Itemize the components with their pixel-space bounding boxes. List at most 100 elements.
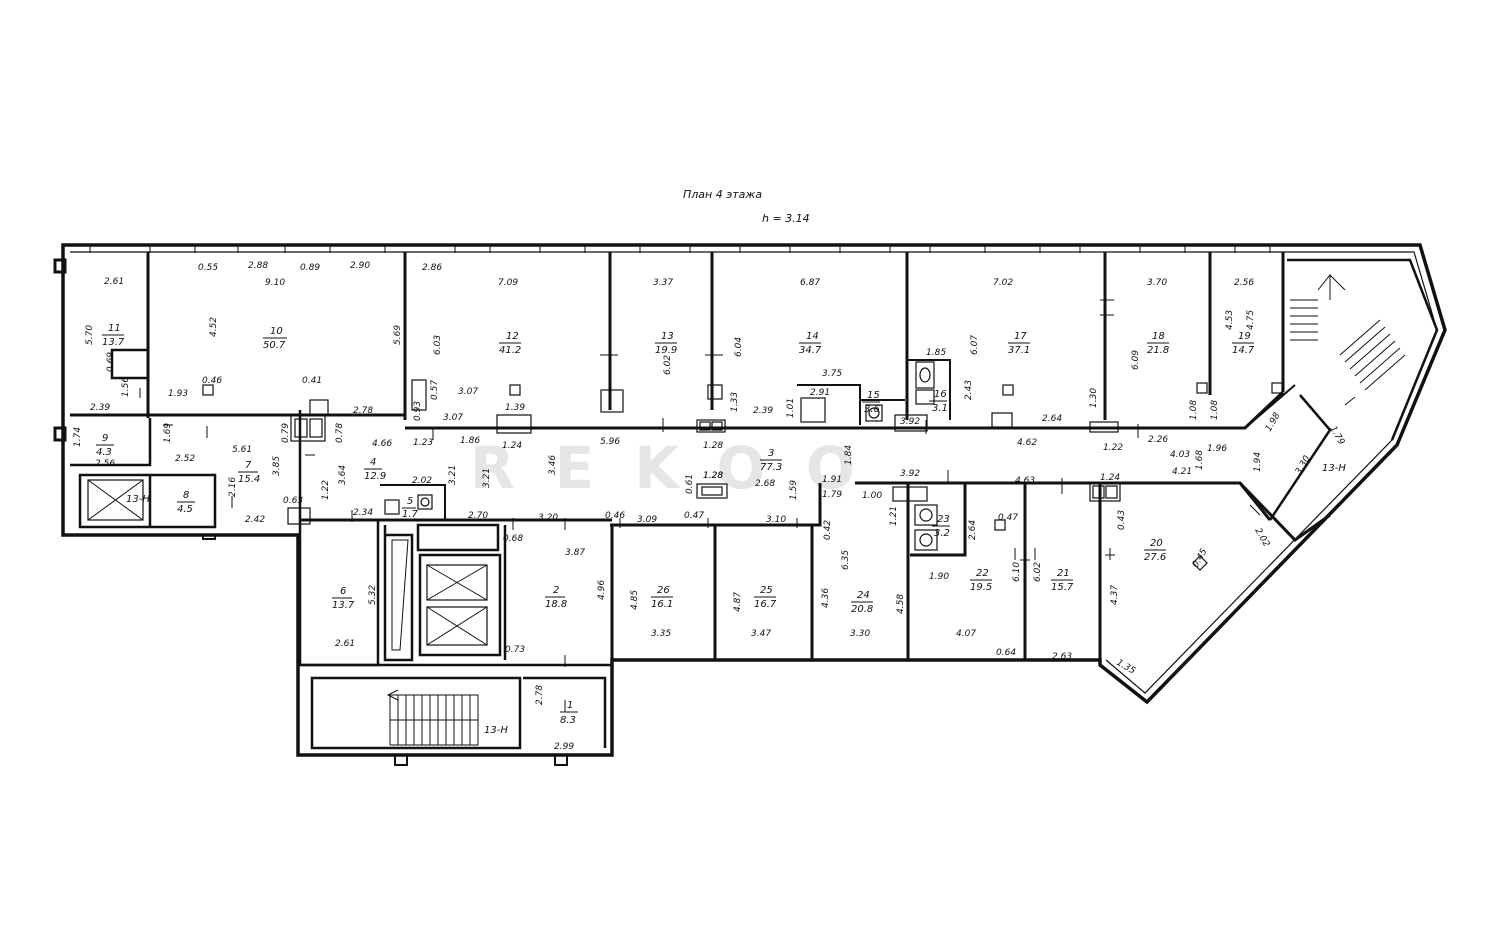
- dimension-label: 0.73: [505, 645, 525, 655]
- dimension-label: 1.94: [1253, 452, 1263, 472]
- svg-text:13.7: 13.7: [102, 337, 125, 348]
- dimension-label: 3.35: [651, 629, 671, 639]
- svg-text:50.7: 50.7: [263, 340, 286, 351]
- room-14: 14 34.7: [799, 331, 822, 356]
- svg-text:21: 21: [1057, 568, 1070, 579]
- dimension-label: 4.53: [1225, 310, 1235, 330]
- dimension-label: 5.61: [232, 445, 252, 455]
- dimension-label: 3.21: [482, 468, 492, 488]
- svg-text:25: 25: [760, 585, 773, 596]
- dimension-label: 2.39: [753, 406, 773, 416]
- dimension-label: 0.63: [283, 496, 303, 506]
- svg-text:3.6: 3.6: [864, 404, 880, 415]
- stair-right-steps: [1290, 274, 1406, 391]
- stair-bottom-steps: [386, 689, 479, 746]
- dimension-label: 3.30: [1294, 454, 1313, 477]
- dimension-label: 3.20: [538, 513, 558, 523]
- svg-text:20: 20: [1150, 538, 1163, 549]
- dimension-label: 6.02: [1033, 562, 1043, 582]
- dimension-label: 3.37: [653, 278, 673, 288]
- svg-text:16.1: 16.1: [651, 599, 673, 610]
- svg-text:13: 13: [661, 331, 674, 342]
- dimension-label: 6.07: [970, 335, 980, 355]
- svg-text:6: 6: [340, 586, 346, 597]
- dimension-label: 2.61: [104, 277, 124, 287]
- dimension-label: 1.28: [703, 471, 723, 481]
- svg-text:21.8: 21.8: [1147, 345, 1169, 356]
- room-2: 218.8: [545, 585, 567, 610]
- svg-text:37.1: 37.1: [1008, 345, 1030, 356]
- svg-text:4.3: 4.3: [96, 447, 112, 458]
- svg-text:41.2: 41.2: [499, 345, 521, 356]
- dimension-label: 0.55: [198, 263, 218, 273]
- dimension-label: 3.87: [565, 548, 585, 558]
- dimension-label: 2.61: [335, 639, 355, 649]
- svg-text:15.4: 15.4: [238, 474, 260, 485]
- svg-text:24: 24: [857, 590, 870, 601]
- svg-text:8: 8: [183, 490, 189, 501]
- dimension-label: 4.96: [597, 580, 607, 600]
- dimension-label: 1.84: [844, 445, 854, 465]
- dimension-label: 1.33: [730, 392, 740, 412]
- svg-text:16.7: 16.7: [754, 599, 777, 610]
- svg-text:5: 5: [407, 496, 413, 507]
- dimension-label: 1.28: [703, 441, 723, 451]
- dimension-label: 2.43: [964, 380, 974, 400]
- svg-text:12.9: 12.9: [364, 471, 386, 482]
- svg-text:3.2: 3.2: [934, 528, 950, 539]
- room-7: 715.4: [238, 460, 260, 485]
- stair-label-mid: 13-Н: [126, 494, 150, 505]
- dimension-label: 4.66: [372, 439, 392, 449]
- room-6: 613.7: [332, 586, 355, 611]
- dimension-label: 1.85: [926, 348, 946, 358]
- dimension-label: 1.39: [505, 403, 525, 413]
- dimension-label: 2.91: [810, 388, 830, 398]
- dimension-label: 0.45: [1191, 547, 1210, 570]
- dimension-label: 2.64: [1042, 414, 1062, 424]
- dimension-label: 0.46: [202, 376, 222, 386]
- dimension-label: 2.78: [353, 406, 373, 416]
- svg-text:34.7: 34.7: [799, 345, 822, 356]
- dimension-label: 0.68: [503, 534, 523, 544]
- dimension-label: 1.30: [1089, 388, 1099, 408]
- dimension-label: 6.35: [841, 550, 851, 570]
- elevator-shafts: [391, 539, 488, 651]
- dimension-label: 5.69: [393, 325, 403, 345]
- dimension-label: 6.09: [1131, 350, 1141, 370]
- dimension-label: 0.41: [302, 376, 322, 386]
- dimension-label: 3.30: [850, 629, 870, 639]
- svg-text:15.7: 15.7: [1051, 582, 1074, 593]
- svg-text:19.9: 19.9: [655, 345, 677, 356]
- room-16: 163.1: [929, 389, 948, 414]
- dimension-label: 0.93: [413, 401, 423, 421]
- dimension-label: 1.22: [1103, 443, 1123, 453]
- dimension-label: 1.08: [1189, 400, 1199, 420]
- svg-text:4: 4: [370, 457, 376, 468]
- dimension-label: 2.42: [245, 515, 265, 525]
- dimension-label: 2.26: [1148, 435, 1168, 445]
- svg-text:14: 14: [806, 331, 819, 342]
- svg-text:3: 3: [768, 448, 774, 459]
- svg-text:1: 1: [567, 700, 573, 711]
- dimension-label: 0.78: [335, 423, 345, 443]
- dimension-label: 3.10: [766, 515, 786, 525]
- dimension-label: 1.01: [786, 398, 796, 418]
- dimension-label: 0.61: [685, 474, 695, 494]
- svg-text:18.8: 18.8: [545, 599, 567, 610]
- dimension-label: 0.57: [430, 380, 440, 400]
- dimension-label: 0.43: [1117, 510, 1127, 530]
- svg-text:15: 15: [867, 390, 880, 401]
- outer-walls: [53, 243, 1447, 766]
- dimension-label: 1.90: [929, 572, 949, 582]
- room-9: 94.3: [96, 433, 114, 458]
- dimension-label: 6.02: [663, 355, 673, 375]
- dimension-label: 3.21: [448, 465, 458, 485]
- dimension-label: 3.70: [1147, 278, 1167, 288]
- dimension-label: 6.03: [433, 335, 443, 355]
- dimension-label: 2.56: [95, 459, 115, 469]
